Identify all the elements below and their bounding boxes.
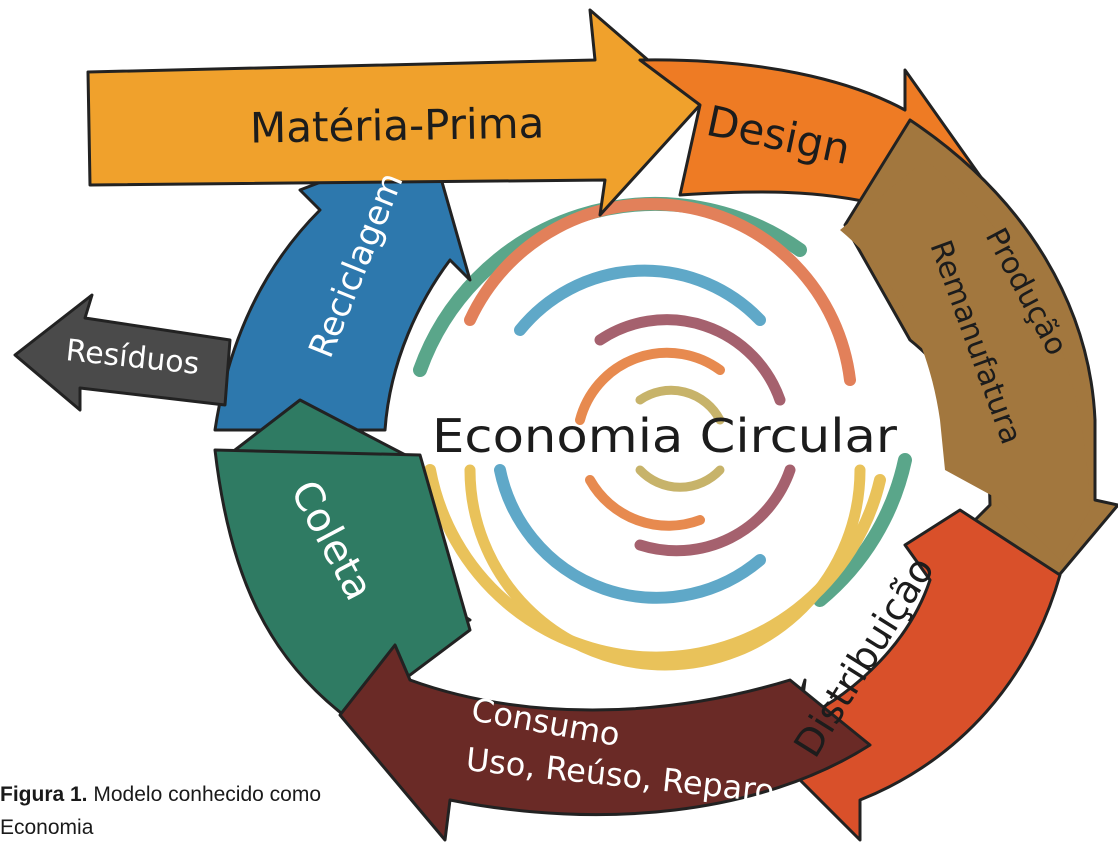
producao-arrow-inner [840, 160, 1090, 560]
figure-caption: Figura 1. Modelo conhecido como Economia [0, 778, 330, 844]
caption-text: Modelo conhecido como Economia [0, 783, 322, 839]
caption-label: Figura 1. [0, 783, 88, 806]
materia-prima-label: Matéria-Prima [250, 98, 545, 152]
residuos-arrow [13, 293, 232, 412]
consumo-arrow [338, 643, 872, 842]
economia-circular-title: Economia Circular [432, 409, 897, 463]
materia-prima-arrow [86, 8, 702, 217]
inner-spiral-arrows [413, 197, 912, 671]
